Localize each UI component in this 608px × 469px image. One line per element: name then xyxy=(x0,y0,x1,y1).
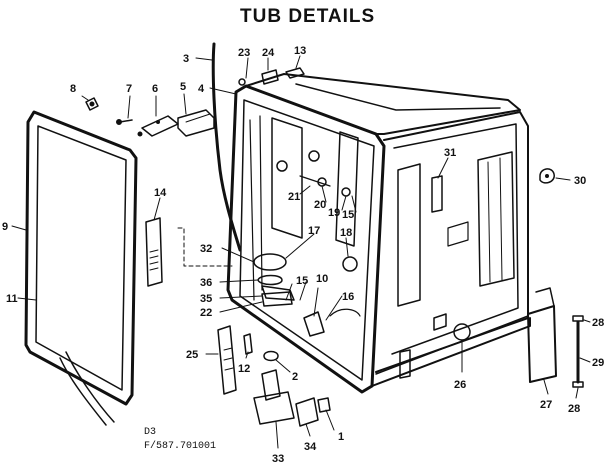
callout-15-upper: 15 xyxy=(342,209,354,221)
part-7-screw xyxy=(116,119,133,125)
callout-28-upper: 28 xyxy=(592,317,604,329)
latch-assembly xyxy=(253,369,331,427)
part-27-panel xyxy=(527,287,557,383)
callout-30: 30 xyxy=(574,175,586,187)
callout-1: 1 xyxy=(338,431,344,443)
callout-34: 34 xyxy=(304,441,317,453)
part-14-latch xyxy=(145,217,163,287)
callout-2: 2 xyxy=(292,371,298,383)
part-8-clip xyxy=(85,97,99,111)
callout-5: 5 xyxy=(180,81,186,93)
callout-3: 3 xyxy=(183,53,189,65)
sump-parts xyxy=(257,274,293,307)
callout-labels: 3 4 23 24 13 8 7 6 5 14 9 11 31 30 21 20… xyxy=(2,45,604,465)
callout-29: 29 xyxy=(592,357,604,369)
part-2-washer xyxy=(263,350,279,362)
footer-code-2: F/587.701001 xyxy=(144,440,216,452)
callout-20: 20 xyxy=(314,199,326,211)
callout-32: 32 xyxy=(200,243,212,255)
callout-14: 14 xyxy=(154,187,167,199)
callout-12: 12 xyxy=(238,363,250,375)
part-5-bracket xyxy=(177,109,215,137)
callout-22: 22 xyxy=(200,307,212,319)
callout-4: 4 xyxy=(198,83,205,95)
part-3-rod xyxy=(211,42,242,252)
callout-6: 6 xyxy=(152,83,158,95)
callout-25: 25 xyxy=(186,349,198,361)
footer-code-1: D3 xyxy=(144,427,156,438)
callout-18: 18 xyxy=(340,227,352,239)
callout-24: 24 xyxy=(262,47,275,59)
callout-33: 33 xyxy=(272,453,284,465)
door-gasket-frame xyxy=(24,110,138,426)
callout-28-lower: 28 xyxy=(568,403,580,415)
callout-27: 27 xyxy=(540,399,552,411)
callout-11: 11 xyxy=(6,293,18,305)
callout-35: 35 xyxy=(200,293,212,305)
part-29-rod xyxy=(572,315,584,388)
part-31-bracket xyxy=(431,175,443,213)
diagram-title: TUB DETAILS xyxy=(240,6,375,27)
part-6-hinge xyxy=(137,115,179,137)
callout-15-lower: 15 xyxy=(296,275,308,287)
callout-16: 16 xyxy=(342,291,354,303)
callout-13: 13 xyxy=(294,45,306,57)
callout-31: 31 xyxy=(444,147,456,159)
callout-10: 10 xyxy=(316,273,328,285)
callout-8: 8 xyxy=(70,83,76,95)
callout-26: 26 xyxy=(454,379,466,391)
callout-36: 36 xyxy=(200,277,212,289)
part-30-clip xyxy=(539,168,555,184)
callout-23: 23 xyxy=(238,47,250,59)
callout-9: 9 xyxy=(2,221,8,233)
callout-17: 17 xyxy=(308,225,320,237)
part-25-handle xyxy=(217,325,237,395)
callout-21: 21 xyxy=(288,191,300,203)
callout-19: 19 xyxy=(328,207,340,219)
top-hardware xyxy=(238,67,305,86)
leader-lines xyxy=(11,55,591,449)
part-12-screw xyxy=(243,333,253,355)
callout-7: 7 xyxy=(126,83,132,95)
dishwasher-tub xyxy=(226,73,531,394)
